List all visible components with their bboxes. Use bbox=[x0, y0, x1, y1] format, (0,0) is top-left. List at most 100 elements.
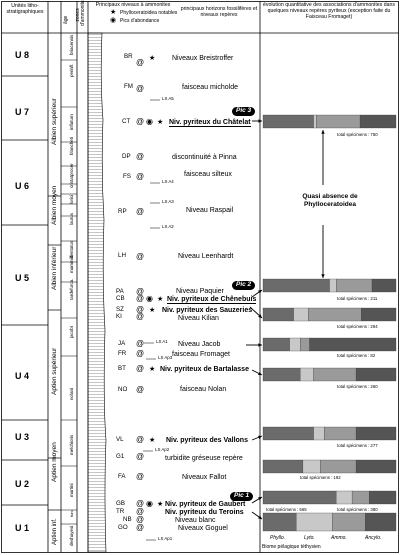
ls-label: LS A2 bbox=[162, 224, 174, 229]
zone-label: blancheti bbox=[69, 136, 74, 155]
total-label: total spécimens : 380 bbox=[337, 507, 378, 512]
level-code: TR bbox=[116, 508, 125, 515]
star-icon: ★ bbox=[149, 55, 156, 62]
level-code: JA bbox=[118, 340, 126, 347]
bar-segment-ancylo bbox=[365, 512, 397, 532]
header-units: Unités litho-stratigraphiques bbox=[6, 3, 44, 15]
zone-label: inflatum bbox=[69, 114, 74, 130]
target-icon: ◉ bbox=[146, 117, 153, 126]
ammonite-icon: @ bbox=[136, 152, 145, 161]
total-label: total spécimens : 211 bbox=[337, 296, 378, 301]
level-code: GO bbox=[118, 524, 128, 531]
horizon-label: Niveaux Fallot bbox=[182, 474, 227, 481]
ammonite-icon: @ bbox=[136, 507, 145, 516]
total-label: total spécimens : 565 bbox=[266, 507, 307, 512]
horizon-label: Niv. pyriteux de Bartalasse bbox=[160, 366, 249, 373]
zone-label: martini bbox=[69, 483, 74, 497]
stage-label: Aptien moyen bbox=[51, 442, 58, 482]
level-code: LH bbox=[118, 252, 126, 259]
horizon-label: turbidite gréseuse repère bbox=[165, 455, 243, 462]
bar-segment-lyto bbox=[302, 459, 321, 474]
bar-segment-ancylo bbox=[369, 490, 397, 505]
horizon-label: Niveau Raspail bbox=[186, 207, 234, 214]
zone-label: lautus bbox=[69, 212, 74, 225]
legend-ancylo: Ancylo. bbox=[365, 535, 382, 541]
bar-segment-lyto bbox=[300, 367, 314, 382]
ammonite-icon: @ bbox=[136, 117, 145, 126]
bar-segment-phyllo bbox=[262, 459, 304, 474]
ammonite-icon: @ bbox=[136, 252, 145, 261]
unit-label: U 4 bbox=[15, 371, 30, 381]
horizon-label: Niv. pyriteux des Vallons bbox=[166, 437, 248, 444]
ammonite-icon: @ bbox=[136, 472, 145, 481]
header-evolution: évolution quantitative des associations … bbox=[263, 2, 395, 20]
zone-label: tardefurca. bbox=[69, 278, 74, 300]
bar-segment-lyto bbox=[293, 307, 309, 322]
star-icon: ★ bbox=[157, 119, 164, 126]
horizon-label: Niveaux Breistroffer bbox=[172, 55, 234, 62]
horizon-label: Niveau Kilian bbox=[178, 315, 219, 322]
ammonite-icon: @ bbox=[136, 294, 145, 303]
horizon-label: Niv. pyriteux du Teroins bbox=[165, 509, 244, 516]
horizon-label: Niveau blanc bbox=[175, 517, 216, 524]
horizon-label: Niv. pyriteux du Châtelat bbox=[169, 119, 251, 127]
level-code: DP bbox=[122, 153, 131, 160]
lithology-column bbox=[87, 32, 107, 553]
bar-segment-ammo bbox=[335, 278, 373, 293]
zone-label: briacensis bbox=[69, 34, 74, 55]
stage-label: Albien moyen bbox=[51, 185, 58, 225]
ls-label: LS Ap1 bbox=[158, 536, 173, 541]
star-icon: ★ bbox=[149, 437, 156, 444]
bar-segment-ammo bbox=[351, 490, 370, 505]
level-code: NO bbox=[118, 386, 128, 393]
total-label: total spécimens : 750 bbox=[337, 132, 378, 137]
star-icon: ★ bbox=[110, 9, 117, 16]
bar-segment-ancylo bbox=[355, 459, 397, 474]
unit-label: U 3 bbox=[15, 432, 30, 442]
bar-segment-ancylo bbox=[355, 367, 397, 382]
level-code: BR bbox=[124, 53, 133, 60]
ls-label: LS A4 bbox=[162, 179, 174, 184]
horizon-label: Niv. pyriteux de Chênebuis bbox=[167, 296, 257, 304]
bar-segment-ancylo bbox=[355, 426, 397, 441]
bar-segment-phyllo bbox=[262, 114, 314, 129]
pic-badge: Pic 1 bbox=[230, 492, 254, 501]
zone-label: jacobi bbox=[69, 326, 74, 338]
pic-badge: Pic 3 bbox=[232, 107, 256, 116]
bar-segment-ammo bbox=[300, 337, 310, 352]
unit-label: U 7 bbox=[15, 107, 30, 117]
unit-label: U 8 bbox=[15, 50, 30, 60]
bar-segment-ammo bbox=[324, 426, 357, 441]
pic-badge: Pic 2 bbox=[232, 281, 256, 290]
stage-label: Aptien supérieur bbox=[51, 347, 58, 395]
ammonite-icon: @ bbox=[136, 364, 145, 373]
ammonite-icon: @ bbox=[136, 287, 145, 296]
header-main-levels: Principaux niveaux à ammonites bbox=[95, 2, 171, 8]
total-label: total spécimens : 192 bbox=[300, 475, 341, 480]
ammonite-icon: @ bbox=[136, 207, 145, 216]
bar-segment-phyllo bbox=[262, 512, 297, 532]
bar-segment-ancylo bbox=[359, 114, 397, 129]
stage-label: Aptien inf. bbox=[52, 518, 58, 545]
legend-pics-label: Pics d'abondance bbox=[120, 18, 160, 24]
stage-label: Albien supérieur bbox=[51, 98, 58, 145]
target-icon: ◉ bbox=[146, 499, 153, 508]
ammonite-icon: @ bbox=[136, 515, 145, 524]
bar-segment-ancylo bbox=[371, 278, 397, 293]
ls-label: LS A3 bbox=[162, 199, 174, 204]
star-icon: ★ bbox=[149, 307, 156, 314]
level-code: PA bbox=[116, 288, 124, 295]
bar-segment-lyto bbox=[329, 278, 337, 293]
bar-segment-phyllo bbox=[262, 307, 294, 322]
bar-segment-ammo bbox=[320, 459, 357, 474]
horizon-label: faisceau Fromaget bbox=[172, 351, 230, 358]
horizon-label: Niveau Paquier bbox=[176, 288, 224, 295]
phyllo-absence-note: Quasi absence de Phylloceratoidea bbox=[302, 193, 358, 209]
total-label: total spécimens : 260 bbox=[337, 384, 378, 389]
unit-label: U 6 bbox=[15, 181, 30, 191]
horizon-label: faisceau micholde bbox=[182, 84, 239, 91]
arrow-head bbox=[258, 371, 262, 375]
unit-label: U 5 bbox=[15, 273, 30, 283]
